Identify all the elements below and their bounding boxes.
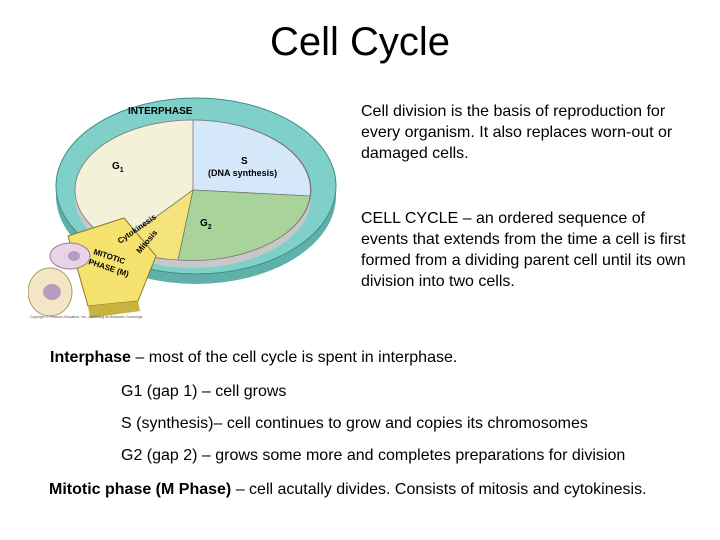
g2-sector (177, 189, 311, 261)
g1-subscript: 1 (120, 167, 124, 174)
mitotic-def: – cell acutally divides. Consists of mit… (231, 481, 647, 498)
g2-subscript: 2 (208, 224, 212, 231)
g1-letter: G (112, 161, 120, 172)
intro-paragraph: Cell division is the basis of reproducti… (361, 103, 673, 162)
cell-nucleus (68, 251, 80, 261)
cell-cycle-definition: CELL CYCLE – an ordered sequence of even… (361, 208, 691, 292)
mitotic-term: Mitotic phase (M Phase) (49, 481, 232, 498)
s-sector (192, 119, 311, 197)
cell-cycle-diagram: INTERPHASE G1 S (DNA synthesis) G2 Cytok… (28, 97, 337, 319)
interphase-def: – most of the cell cycle is spent in int… (130, 349, 458, 366)
page-title: Cell Cycle (269, 20, 451, 64)
g2-line: G2 (gap 2) – grows some more and complet… (121, 447, 626, 464)
s-desc-label: (DNA synthesis) (208, 168, 277, 178)
cell-cycle-def: – an ordered sequence of events that ext… (361, 210, 686, 290)
mitotic-phase-block (67, 217, 157, 307)
mitotic-line: Mitotic phase (M Phase) – cell acutally … (49, 479, 689, 500)
cell-cycle-term: CELL CYCLE (361, 210, 459, 227)
g2-letter: G (200, 218, 208, 229)
g1-line: G1 (gap 1) – cell grows (121, 383, 287, 400)
interphase-line: Interphase – most of the cell cycle is s… (50, 347, 457, 368)
mitotic-block-side (88, 301, 140, 318)
interphase-term: Interphase (50, 349, 131, 366)
copyright-text: Copyright © Pearson Education, Inc., pub… (30, 315, 143, 319)
s-line: S (synthesis)– cell continues to grow an… (121, 415, 588, 432)
interphase-label: INTERPHASE (128, 106, 193, 117)
daughter-nucleus (43, 284, 61, 300)
g1-label: G1 (112, 161, 124, 174)
s-label: S (241, 156, 248, 167)
g2-label: G2 (200, 218, 212, 231)
